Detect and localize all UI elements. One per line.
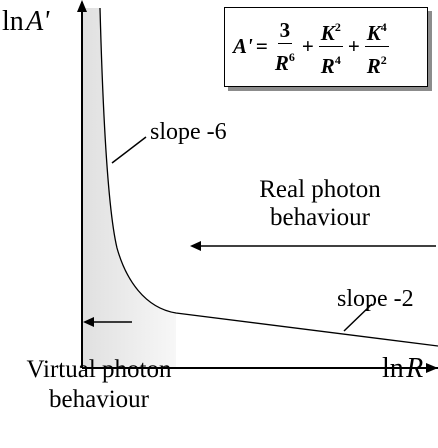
- formula-term-2: K2 R4: [318, 16, 343, 78]
- real-photon-label: Real photon behaviour: [259, 176, 381, 231]
- x-axis-label-var: R: [406, 353, 424, 384]
- term-1-den-exp: 6: [288, 49, 295, 64]
- x-axis-label: ln R: [382, 355, 423, 383]
- term-3-den: R: [366, 53, 381, 78]
- formula-term-3: K4 R2: [364, 16, 389, 78]
- formula-plus-2: +: [347, 33, 360, 58]
- slope-steep-label: slope -6: [150, 119, 227, 145]
- formula-lhs: A': [233, 33, 253, 58]
- y-axis-label-prefix: ln: [2, 6, 24, 37]
- slope-6-leader: [111, 136, 147, 164]
- term-3-den-exp: 2: [380, 52, 387, 67]
- y-axis-label-var: A': [26, 6, 50, 37]
- slope-2-leader: [343, 303, 373, 332]
- formula-box: A' = 3 R6 + K2 R4 + K4 R2: [224, 7, 428, 87]
- term-1-den: R: [274, 50, 289, 75]
- y-axis-arrowhead: [77, 0, 87, 12]
- term-2-num-exp: 2: [334, 19, 341, 34]
- virtual-photon-label: Virtual photon behaviour: [26, 356, 172, 413]
- formula-term-1: 3 R6: [273, 19, 297, 74]
- term-3-num-exp: 4: [380, 19, 387, 34]
- term-1-num: 3: [279, 17, 291, 42]
- real-photon-arrowhead: [190, 241, 201, 251]
- virtual-region: [82, 8, 176, 368]
- term-3-num: K: [366, 20, 381, 45]
- term-2-den: R: [320, 53, 335, 78]
- formula-equals: =: [255, 33, 268, 58]
- x-axis-label-prefix: ln: [382, 353, 404, 384]
- term-2-den-exp: 4: [334, 52, 341, 67]
- curve: [99, 7, 438, 347]
- formula-plus-1: +: [301, 33, 314, 58]
- x-axis-arrowhead: [426, 363, 438, 373]
- formula: A' = 3 R6 + K2 R4 + K4 R2: [233, 16, 391, 78]
- term-2-num: K: [320, 20, 335, 45]
- virtual-photon-arrowhead: [83, 317, 94, 327]
- y-axis-label: ln A': [2, 8, 49, 36]
- slope-shallow-label: slope -2: [337, 286, 414, 312]
